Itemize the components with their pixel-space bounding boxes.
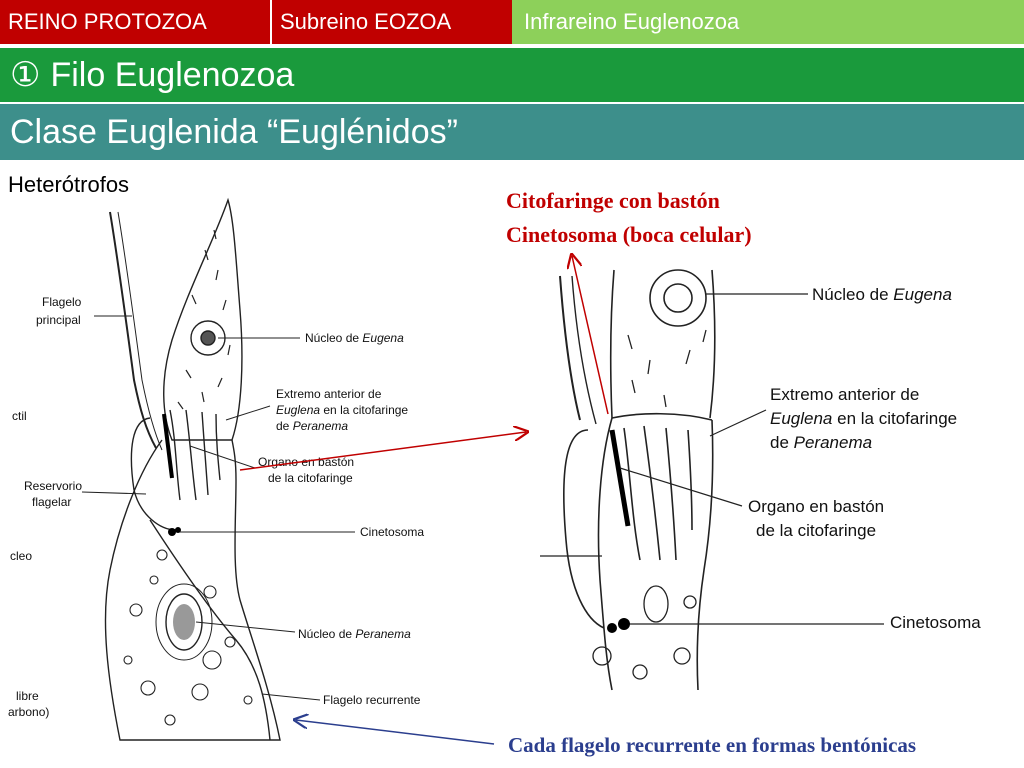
svg-text:de la citofaringe: de la citofaringe: [268, 471, 353, 485]
right-label-cinetosoma: Cinetosoma: [890, 613, 981, 632]
label-flagelo-recurrente: Flagelo recurrente: [323, 693, 421, 707]
class-title: Clase Euglenida “Euglénidos”: [10, 113, 458, 151]
phylum-name: Filo Euglenozoa: [50, 56, 295, 94]
svg-text:Euglena en la citofaringe: Euglena en la citofaringe: [770, 409, 957, 428]
label-cinetosoma: Cinetosoma: [360, 525, 424, 539]
label-clipped-cleo: cleo: [10, 549, 32, 563]
breadcrumb-kingdom: REINO PROTOZOA: [0, 0, 270, 44]
label-clipped-libre: libre: [16, 689, 39, 703]
class-title-bar: Clase Euglenida “Euglénidos”: [0, 104, 1024, 160]
peranema-body-outline: [104, 439, 281, 741]
flagelo-principal-line: [109, 211, 157, 449]
note-citofaringe: Citofaringe con bastón: [506, 188, 720, 213]
peranema-nucleus: [165, 593, 203, 651]
svg-text:principal: principal: [36, 313, 81, 327]
label-nucleo-eugena: Núcleo de Eugena: [305, 331, 404, 345]
left-illustration: [104, 197, 281, 741]
right-leader-lines: [619, 293, 884, 625]
svg-text:de Peranema: de Peranema: [276, 419, 348, 433]
note-flagelo-recurrente: Cada flagelo recurrente en formas bentón…: [508, 733, 917, 757]
note-cinetosoma: Cinetosoma (boca celular): [506, 222, 752, 247]
svg-text:de la citofaringe: de la citofaringe: [756, 521, 876, 540]
reservorio-outline: [130, 417, 177, 531]
right-nucleus-eugena: [649, 269, 707, 327]
label-reservorio-flagelar: Reservorio: [24, 479, 82, 493]
svg-text:de Peranema: de Peranema: [770, 433, 872, 452]
svg-text:Euglena en la citofaringe: Euglena en la citofaringe: [276, 403, 408, 417]
label-extremo-anterior: Extremo anterior de: [276, 387, 382, 401]
flagelo-recurrente-line: [149, 519, 271, 741]
right-labels: Núcleo de Eugena Extremo anterior de Eug…: [748, 285, 981, 632]
right-label-extremo-anterior: Extremo anterior de: [770, 385, 919, 404]
label-nucleo-peranema: Núcleo de Peranema: [298, 627, 411, 641]
right-label-nucleo-eugena: Núcleo de Eugena: [812, 285, 952, 304]
section-label: Heterótrofos: [8, 172, 130, 197]
arrow-red-to-detail: [239, 432, 526, 471]
breadcrumb-subkingdom: Subreino EOZOA: [270, 0, 512, 44]
arrow-red-to-citofaringe: [572, 256, 609, 415]
arrow-blue-to-flagelo: [296, 720, 495, 745]
label-clipped-carbono: arbono): [8, 705, 49, 719]
svg-text:flagelar: flagelar: [32, 495, 71, 509]
right-label-organo-baston: Organo en bastón: [748, 497, 884, 516]
breadcrumb-infrakingdom: Infrareino Euglenozoa: [512, 0, 1024, 44]
right-illustration: [540, 269, 716, 691]
phylum-number-icon: ①: [10, 56, 41, 94]
left-leader-lines: [81, 315, 355, 701]
left-labels: Flagelo principal Núcleo de Eugena Extre…: [8, 295, 424, 719]
euglena-body-outline: [163, 197, 243, 441]
label-flagelo-principal: Flagelo: [42, 295, 82, 309]
label-clipped-ctil: ctil: [12, 409, 27, 423]
